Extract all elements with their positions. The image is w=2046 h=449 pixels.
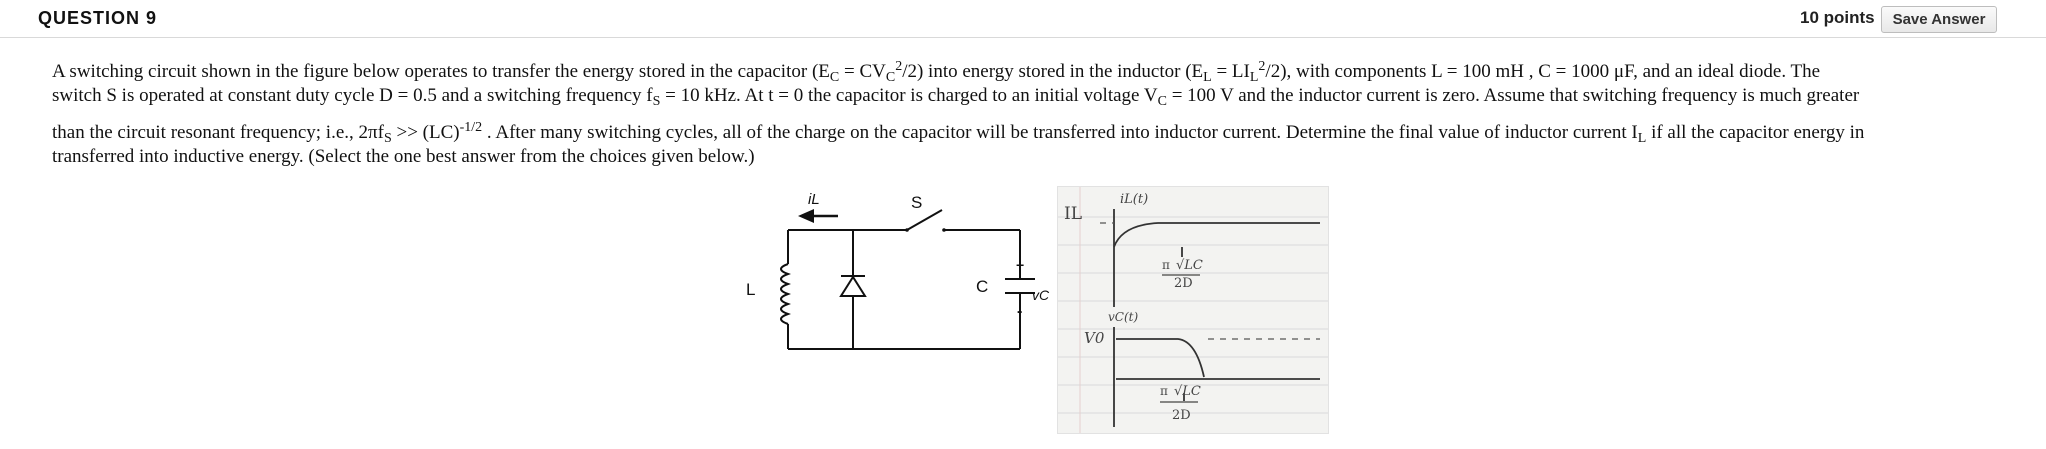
voltage-label: vC xyxy=(1032,287,1050,303)
sketch-v0-label: V0 xyxy=(1084,329,1105,347)
current-label: iL xyxy=(808,191,820,208)
diode-symbol xyxy=(839,275,867,297)
question-text: A switching circuit shown in the figure … xyxy=(52,52,2012,171)
sketch-denominator-label-2: 2D xyxy=(1172,408,1191,423)
circuit-diagram: iL S L C + vC - xyxy=(746,191,1050,350)
minus-label: - xyxy=(1017,303,1022,320)
sketch-pi-label-2: π xyxy=(1160,384,1168,398)
sketch-il-label: IL xyxy=(1064,204,1082,224)
sketch-pi-label: π xyxy=(1162,258,1170,272)
sketch-current-label: iL(t) xyxy=(1120,192,1148,207)
sketch-sqrt-label: √LC xyxy=(1176,258,1203,273)
save-answer-button[interactable]: Save Answer xyxy=(1881,6,1997,33)
question-line: A switching circuit shown in the figure … xyxy=(52,59,1821,85)
handwritten-sketch: IL iL(t) π √LC 2D vC(t) V0 π √LC 2D xyxy=(1057,186,1329,434)
points-label: 10 points xyxy=(1800,8,1875,27)
question-line: than the circuit resonant frequency; i.e… xyxy=(52,120,1865,146)
question-title: QUESTION 9 xyxy=(38,8,158,28)
question-figure: iL S L C + vC - xyxy=(720,184,1330,440)
inductor-label: L xyxy=(746,280,755,299)
capacitor-label: C xyxy=(976,277,988,296)
question-line: switch S is operated at constant duty cy… xyxy=(52,85,1860,109)
plus-label: + xyxy=(1016,257,1024,273)
current-arrow-icon xyxy=(798,209,814,223)
question-header: QUESTION 9 10 points Save Answer xyxy=(0,0,2046,38)
question-line: transferred into inductive energy. (Sele… xyxy=(52,146,755,167)
sketch-sqrt-label-2: √LC xyxy=(1174,384,1201,399)
sketch-denominator-label: 2D xyxy=(1174,276,1193,291)
sketch-voltage-label: vC(t) xyxy=(1108,310,1138,324)
switch-label: S xyxy=(911,193,922,212)
